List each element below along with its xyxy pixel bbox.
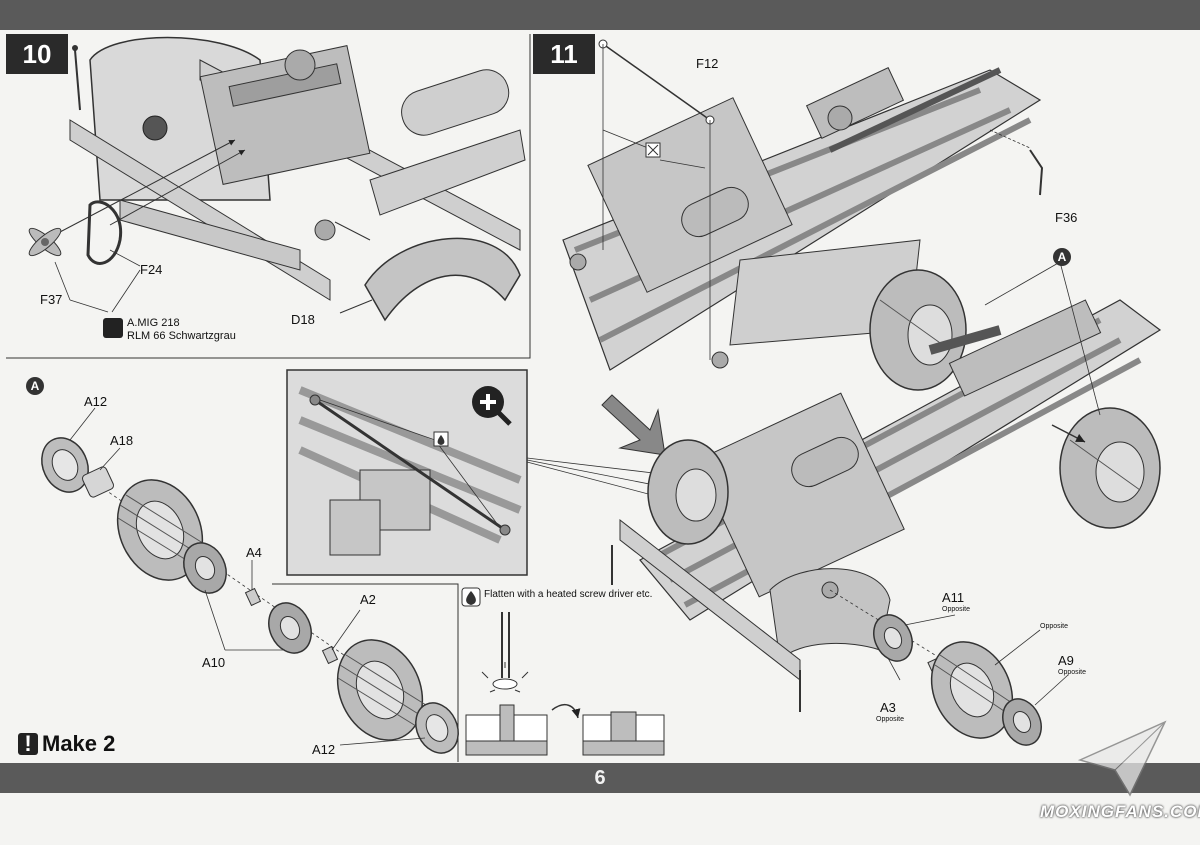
top-bar (0, 0, 1200, 30)
bottom-bar (0, 763, 1200, 793)
make-count-icon: ! (18, 733, 38, 755)
detail-frame-ext (272, 583, 459, 762)
label-a9: A9 (1058, 653, 1074, 668)
make-count: !Make 2 (18, 731, 115, 757)
subassembly-a-badge: A (26, 377, 44, 395)
label-a12-top: A12 (84, 394, 108, 409)
label-opposite-tire: Opposite (1040, 623, 1069, 630)
step10-drawing (28, 36, 526, 322)
paint-icon (103, 318, 123, 338)
label-a2: A2 (360, 592, 376, 607)
wheel-subassembly-drawing (41, 407, 459, 754)
step-11-number: 11 (533, 34, 595, 74)
step11-lower-chassis (611, 261, 1162, 746)
paper-plane-icon (1077, 720, 1167, 797)
label-a18: A18 (110, 433, 134, 448)
heat-instruction-drawing (461, 587, 665, 756)
label-a11-opposite: Opposite (942, 606, 971, 613)
step10-frame (6, 34, 531, 359)
label-f36: F36 (1055, 210, 1078, 225)
label-f37: F37 (40, 292, 63, 307)
label-d18: D18 (291, 312, 315, 327)
fan-part-f37 (28, 227, 62, 257)
paint-name: RLM 66 Schwartzgrau (127, 330, 236, 342)
label-a12-bottom: A12 (312, 742, 336, 757)
arrow-icon (601, 394, 666, 456)
page-number: 6 (594, 767, 606, 789)
make-count-text: Make 2 (42, 731, 116, 756)
label-f24: F24 (140, 262, 163, 277)
step-10-number: 10 (6, 34, 68, 74)
label-a4: A4 (246, 545, 262, 560)
label-a10: A10 (202, 655, 226, 670)
label-f12: F12 (696, 56, 719, 71)
paint-code: A.MIG 218 (127, 317, 180, 329)
flame-icon (433, 431, 449, 447)
zoom-in-icon (472, 386, 512, 426)
label-a3-opposite: Opposite (876, 716, 905, 723)
fender-part-d18 (364, 237, 521, 322)
paint-callout: A.MIG 218 RLM 66 Schwartzgrau (127, 317, 236, 343)
zoom-detail-drawing (286, 369, 691, 576)
step11-upper-chassis (562, 39, 1044, 371)
label-a9-opposite: Opposite (1058, 669, 1087, 676)
watermark-text: MOXINGFANS.COM (1040, 802, 1200, 821)
step11-a-badge: A (1053, 248, 1071, 266)
label-a11: A11 (942, 590, 965, 605)
label-a3: A3 (880, 700, 896, 715)
heat-instruction-text: Flatten with a heated screw driver etc. (484, 589, 653, 600)
